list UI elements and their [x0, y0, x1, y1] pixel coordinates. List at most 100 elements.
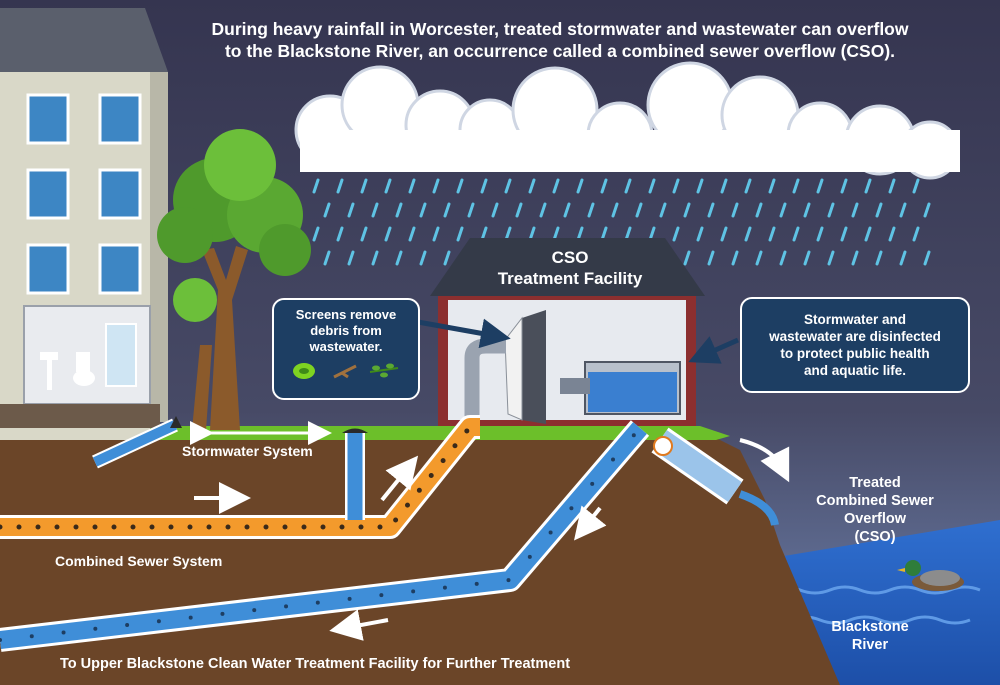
rain-drop — [515, 202, 523, 218]
rain-drop — [696, 178, 704, 194]
rain-drop — [755, 250, 763, 266]
rain-drop — [312, 178, 320, 194]
rain-drop — [923, 250, 931, 266]
upper-blackstone-label: To Upper Blackstone Clean Water Treatmen… — [60, 656, 571, 672]
rain-clouds — [294, 61, 960, 180]
flow-arrows — [190, 421, 790, 641]
page-title: During heavy rainfall in Worcester, trea… — [150, 18, 970, 62]
rain-drop — [312, 226, 320, 242]
rain-drop — [576, 178, 584, 194]
rain-drop — [840, 178, 848, 194]
treated-cso-label: Treated Combined Sewer Overflow (CSO) — [800, 474, 950, 546]
disinfect-pointer-arrow — [688, 336, 740, 364]
rain-drop — [923, 202, 931, 218]
title-line-2: to the Blackstone River, an occurrence c… — [224, 41, 896, 61]
rain-drop — [899, 202, 907, 218]
stormwater-pipe — [92, 418, 365, 520]
rain-drop — [419, 202, 427, 218]
rain-drop — [744, 226, 752, 242]
disinfect-callout-line-3: to protect public health — [780, 346, 930, 361]
rain-drop — [384, 226, 392, 242]
rain-drop — [768, 226, 776, 242]
sink-icon — [40, 352, 58, 360]
flow-arrow-down — [574, 505, 607, 541]
rain-drop — [347, 250, 355, 266]
river-wave — [769, 585, 981, 595]
disinfect-callout: Stormwater and wastewater are disinfecte… — [740, 297, 970, 393]
rain-drop — [899, 250, 907, 266]
valve-icon — [653, 436, 673, 456]
screens-callout: Screens remove debris from wastewater. — [272, 298, 420, 400]
overflow-outlet — [651, 427, 779, 526]
rain-drop — [840, 226, 848, 242]
rain-drop — [731, 202, 739, 218]
combined-sewer-system-label: Combined Sewer System — [55, 553, 223, 569]
screens-callout-line-3: wastewater. — [309, 339, 383, 354]
river-label: Blackstone River — [810, 618, 930, 654]
cso-treatment-facility — [430, 238, 705, 426]
title-line-1: During heavy rainfall in Worcester, trea… — [211, 19, 909, 39]
rain-drop — [648, 178, 656, 194]
disinfect-callout-line-2: wastewater are disinfected — [769, 329, 941, 344]
treated-cso-line-1: Treated — [849, 475, 901, 491]
downspout-drain-icon — [170, 416, 182, 428]
screens-pointer-arrow — [417, 318, 511, 349]
combined-sewer-pipe — [0, 415, 482, 539]
rain-drop — [683, 202, 691, 218]
rain-drop — [912, 226, 920, 242]
stormwater-system-label: Stormwater System — [182, 443, 313, 459]
rain-drop — [912, 178, 920, 194]
rain-drop — [816, 226, 824, 242]
rain-drop — [467, 202, 475, 218]
rain-drop — [336, 178, 344, 194]
outfall-pipe — [0, 420, 650, 652]
storm-drain-icon — [342, 428, 368, 433]
rain-drop — [827, 250, 835, 266]
rain-drop — [443, 250, 451, 266]
rain-drop — [408, 178, 416, 194]
rain-drop — [587, 202, 595, 218]
duck-icon — [897, 560, 964, 591]
rain-drop — [768, 178, 776, 194]
rain-drop — [347, 202, 355, 218]
rain-drop — [803, 202, 811, 218]
rain-drop — [395, 202, 403, 218]
rain-drop — [707, 250, 715, 266]
river-wave — [789, 615, 971, 625]
rain-drop — [792, 178, 800, 194]
rain-drop — [384, 178, 392, 194]
treated-cso-line-3: Overflow — [843, 511, 907, 527]
rain-drop — [851, 202, 859, 218]
rain-drop — [360, 226, 368, 242]
rain-drop — [456, 226, 464, 242]
disinfect-callout-line-1: Stormwater and — [803, 312, 907, 327]
rain-drop — [864, 226, 872, 242]
rain-drop — [683, 250, 691, 266]
rain-drop — [851, 250, 859, 266]
debris-icons — [293, 363, 399, 379]
rain-drop — [779, 250, 787, 266]
rain-drop — [803, 250, 811, 266]
rain-drop — [539, 202, 547, 218]
flow-arrow-up — [380, 455, 419, 502]
rain-drop — [323, 202, 331, 218]
rain-drop — [672, 226, 680, 242]
rain-drop — [707, 202, 715, 218]
rain-drop — [720, 178, 728, 194]
rain-drop — [504, 178, 512, 194]
rain-drop — [720, 226, 728, 242]
rain-drop — [864, 178, 872, 194]
rain-drop — [432, 226, 440, 242]
rain-drop — [875, 250, 883, 266]
flow-arrow-left — [329, 609, 389, 641]
river-label-line-2: River — [851, 637, 889, 653]
toilet-icon — [73, 370, 95, 386]
treated-cso-line-4: (CSO) — [854, 529, 896, 545]
rain-drop — [816, 178, 824, 194]
rain-drop — [731, 250, 739, 266]
tree — [157, 129, 311, 430]
rain-drop — [480, 178, 488, 194]
rain-drop — [888, 226, 896, 242]
treated-cso-line-2: Combined Sewer — [816, 493, 934, 509]
rain-drop — [371, 202, 379, 218]
